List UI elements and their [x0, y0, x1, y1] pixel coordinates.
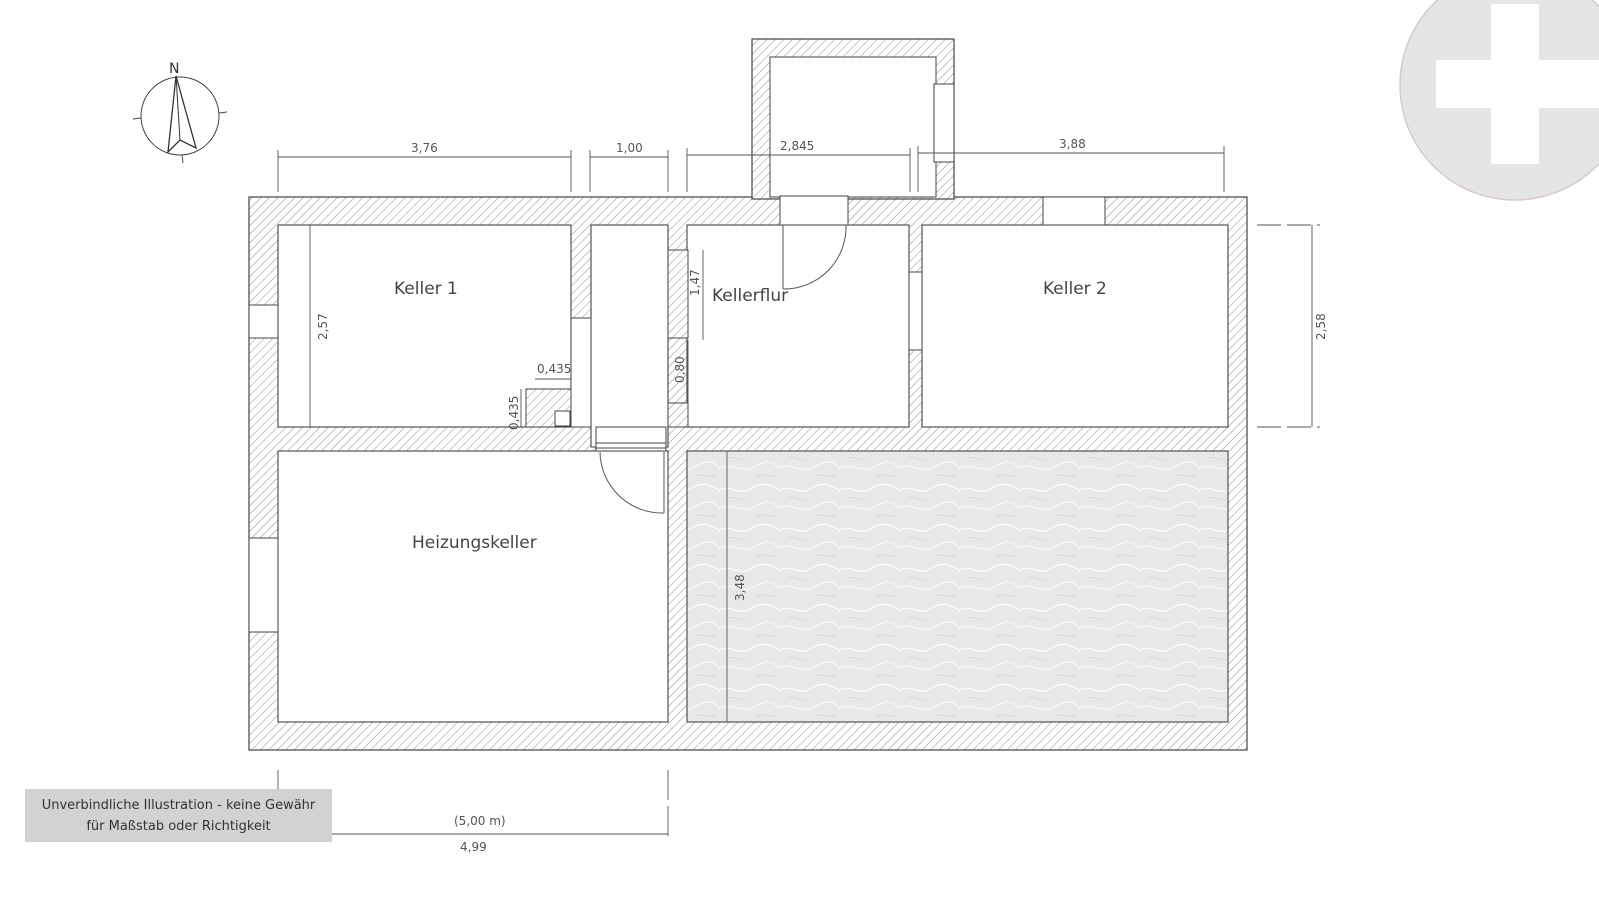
- dim-chimney-depth: 0,435: [507, 396, 521, 430]
- disclaimer-line-2: für Maßstab oder Richtigkeit: [86, 818, 271, 834]
- dim-passage-width: 1,00: [616, 141, 643, 155]
- walls: [248, 38, 1248, 751]
- room-label-keller2: Keller 2: [1043, 279, 1107, 299]
- dim-scale-reference: (5,00 m): [454, 814, 506, 828]
- north-label: N: [169, 61, 179, 77]
- dim-keller1-height: 2,57: [316, 313, 330, 340]
- dim-keller1-width: 3,76: [411, 141, 438, 155]
- dimension-lines: [277, 146, 1320, 840]
- dim-bottom-width: 4,99: [460, 840, 487, 854]
- dim-chimney-width: 0,435: [537, 362, 571, 376]
- dim-right-height: 2,58: [1314, 313, 1328, 340]
- dim-kellerflur-upper-height: 1,47: [688, 269, 702, 296]
- disclaimer-box: Unverbindliche Illustration - keine Gewä…: [25, 789, 332, 842]
- room-label-kellerflur: Kellerflur: [712, 286, 788, 306]
- dim-kellerflur-width: 2,845: [780, 139, 814, 153]
- pool-area: [686, 450, 1229, 723]
- disclaimer-line-1: Unverbindliche Illustration - keine Gewä…: [41, 797, 316, 813]
- door-swings: [599, 224, 847, 514]
- dim-keller2-width: 3,88: [1059, 137, 1086, 151]
- dim-passage-height: 0,80: [673, 356, 687, 383]
- plus-icon: [1399, 0, 1599, 201]
- dim-pool-height: 3,48: [733, 574, 747, 601]
- north-arrow-icon: N: [132, 61, 228, 164]
- room-label-heizungskeller: Heizungskeller: [412, 533, 537, 553]
- room-label-keller1: Keller 1: [394, 279, 458, 299]
